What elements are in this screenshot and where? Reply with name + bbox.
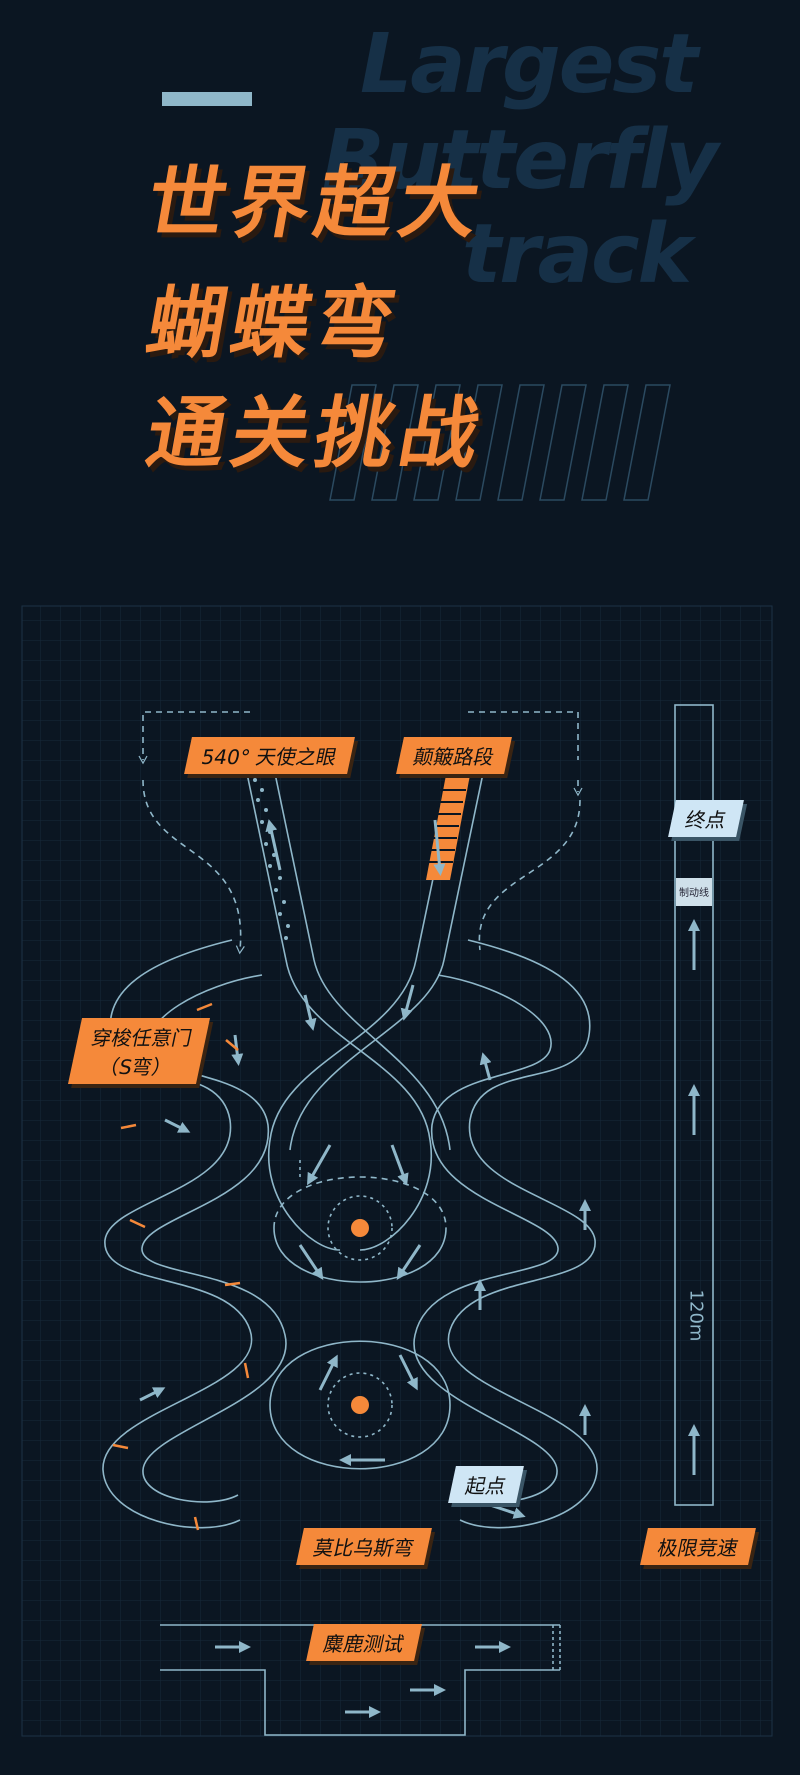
- label-extreme-speed: 极限竞速: [640, 1528, 756, 1565]
- center-dot-upper: [351, 1219, 369, 1237]
- center-dot-lower: [351, 1396, 369, 1414]
- title-line-1: 世界超大: [140, 159, 492, 249]
- hatch-decoration: [329, 384, 671, 501]
- label-start: 起点: [448, 1466, 524, 1503]
- label-distance: 120m: [685, 1289, 707, 1342]
- label-moose-test: 麋鹿测试: [306, 1624, 422, 1661]
- label-s-curve-line2: （S弯）: [96, 1055, 175, 1079]
- direction-arrows: [139, 819, 700, 1718]
- title-line-3: 通关挑战: [140, 389, 492, 479]
- label-angel-eye: 540° 天使之眼: [184, 737, 355, 774]
- track-lines: [102, 704, 714, 1736]
- english-title-line-3: track: [462, 207, 692, 302]
- title-line-2: 蝴蝶弯: [140, 279, 408, 369]
- label-bumpy: 颠簸路段: [396, 737, 512, 774]
- label-finish: 终点: [668, 800, 744, 837]
- label-s-curve: 穿梭任意门 （S弯）: [67, 1018, 211, 1084]
- label-brake-line: 制动线: [676, 880, 712, 903]
- english-title-line-2: Butterfly: [322, 113, 719, 208]
- cone-markers: [112, 1002, 250, 1531]
- title-accent-bar: [162, 92, 252, 106]
- label-mobius: 莫比乌斯弯: [296, 1528, 432, 1565]
- grid-panel: [22, 606, 772, 1736]
- label-s-curve-line1: 穿梭任意门: [89, 1026, 195, 1050]
- english-title-line-1: Largest: [360, 17, 698, 112]
